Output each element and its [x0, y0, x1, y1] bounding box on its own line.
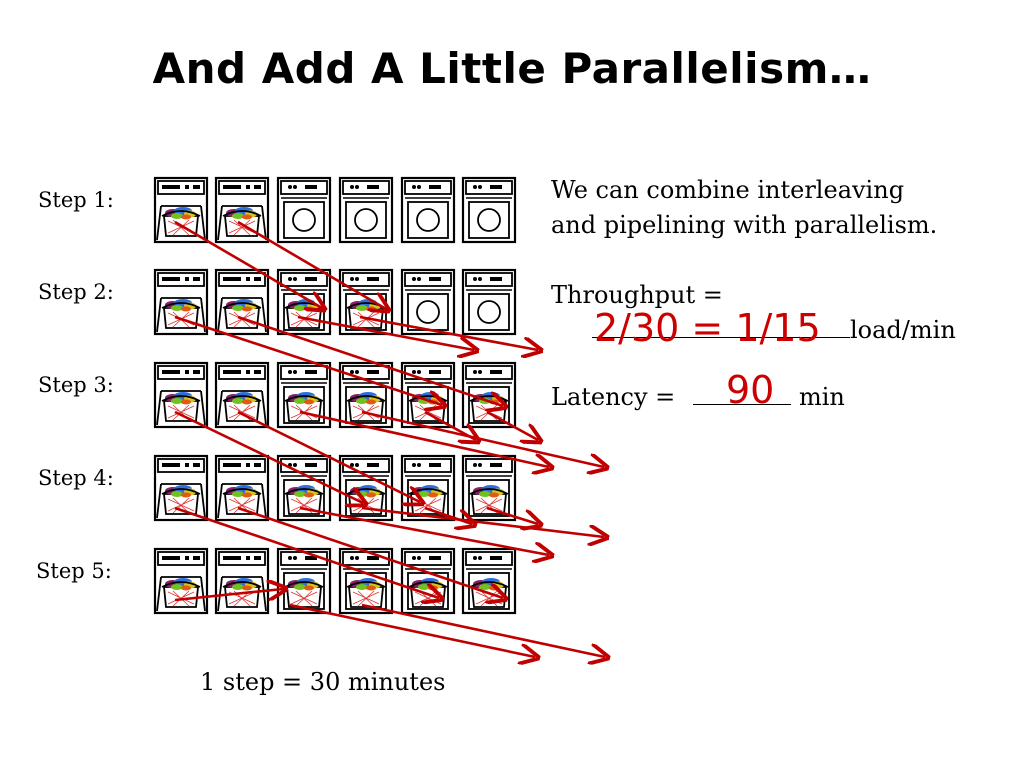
latency-answer: 90: [726, 368, 775, 412]
slide-title: And Add A Little Parallelism…: [152, 44, 872, 93]
dryer-icon: [214, 361, 270, 429]
washer-icon: [400, 454, 456, 522]
washer-icon: [461, 547, 517, 615]
washer-icon: [338, 268, 394, 336]
dryer-icon: [153, 268, 209, 336]
washer-icon: [461, 361, 517, 429]
washer-icon: [461, 454, 517, 522]
step-label: Step 2:: [38, 280, 114, 304]
step-label: Step 4:: [38, 466, 114, 490]
latency-line: Latency = min: [551, 383, 845, 411]
latency-label: Latency =: [551, 383, 676, 411]
dryer-icon: [153, 547, 209, 615]
dryer-icon: [153, 454, 209, 522]
dryer-icon: [214, 176, 270, 244]
dryer-icon: [153, 176, 209, 244]
latency-unit: min: [798, 383, 845, 411]
throughput-label: Throughput =: [551, 281, 723, 309]
latency-blank: [692, 384, 791, 405]
washer-icon: [338, 176, 394, 244]
description-line-1: We can combine interleaving: [551, 176, 905, 204]
washer-icon: [461, 268, 517, 336]
washer-icon: [276, 176, 332, 244]
washer-icon: [400, 361, 456, 429]
description-line-2: and pipelining with parallelism.: [551, 211, 938, 239]
dryer-icon: [214, 454, 270, 522]
washer-icon: [276, 547, 332, 615]
step-label: Step 1:: [38, 188, 114, 212]
dryer-icon: [153, 361, 209, 429]
throughput-blank: [592, 317, 850, 338]
step-duration-caption: 1 step = 30 minutes: [200, 668, 446, 696]
washer-icon: [276, 268, 332, 336]
washer-icon: [338, 454, 394, 522]
washer-icon: [276, 361, 332, 429]
dryer-icon: [214, 547, 270, 615]
washer-icon: [400, 547, 456, 615]
dryer-icon: [214, 268, 270, 336]
washer-icon: [400, 176, 456, 244]
washer-icon: [338, 361, 394, 429]
washer-icon: [338, 547, 394, 615]
washer-icon: [276, 454, 332, 522]
throughput-blank-line: load/min: [592, 316, 956, 344]
washer-icon: [461, 176, 517, 244]
step-label: Step 5:: [36, 559, 112, 583]
throughput-unit: load/min: [850, 316, 956, 344]
step-label: Step 3:: [38, 373, 114, 397]
washer-icon: [400, 268, 456, 336]
throughput-answer: 2/30 = 1/15: [594, 306, 821, 350]
